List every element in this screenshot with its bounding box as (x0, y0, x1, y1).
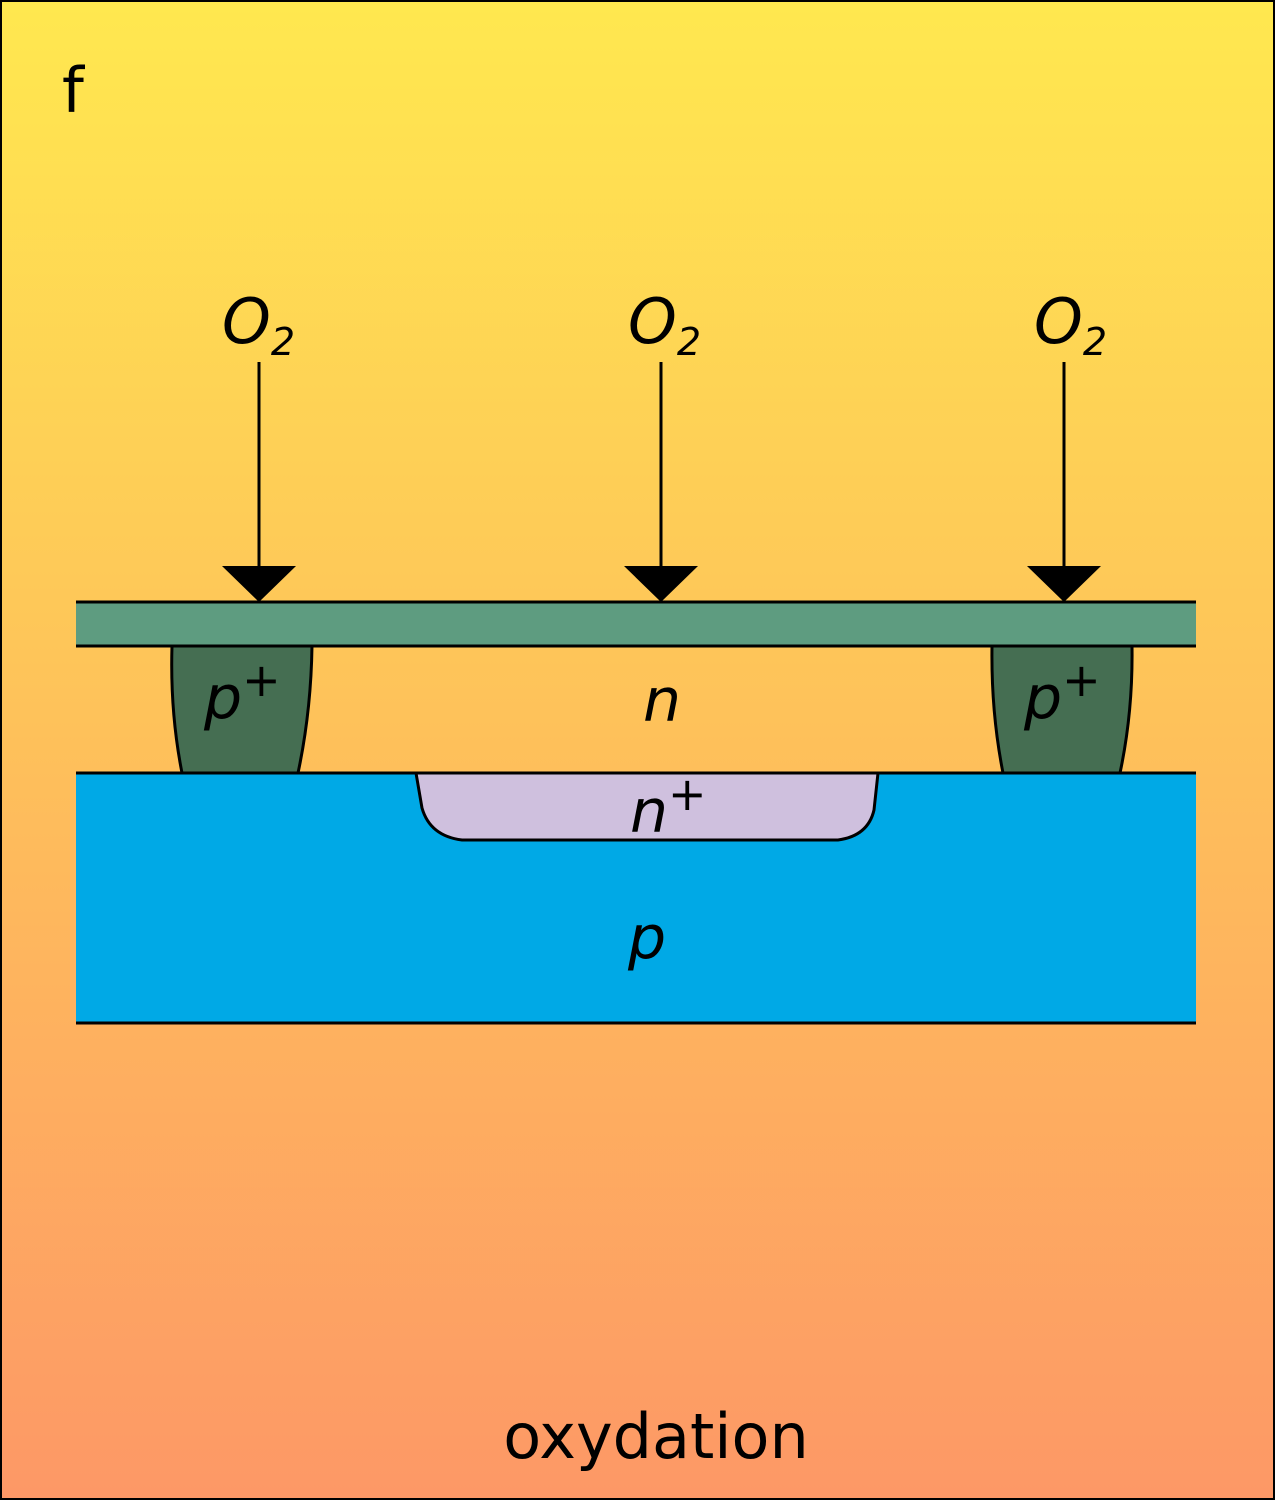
o2-label-center: O2 (628, 285, 701, 364)
o2-label-right: O2 (1034, 285, 1107, 364)
p-plus-base: p (203, 663, 242, 733)
o2-arrow-right (1027, 362, 1101, 602)
n-plus-region (414, 771, 880, 842)
p-plus-label-right: p+ (1023, 653, 1101, 733)
oxide-layer (76, 602, 1196, 646)
o2-subscript: 2 (1083, 320, 1107, 364)
n-plus-base: n (630, 777, 668, 847)
o2-subscript: 2 (677, 320, 701, 364)
p-plus-region-left (170, 644, 314, 775)
p-plus-region-right (990, 644, 1134, 775)
p-plus-label-left: p+ (203, 653, 281, 733)
o2-arrow-center (624, 362, 698, 602)
caption: oxydation (503, 1400, 809, 1473)
panel-label: f (62, 54, 86, 127)
n-layer-label: n (643, 666, 681, 736)
o2-subscript: 2 (271, 320, 295, 364)
p-plus-sup: + (242, 653, 281, 707)
p-substrate-label: p (627, 903, 666, 973)
n-plus-sup: + (668, 767, 707, 821)
o2-arrow-left (222, 362, 296, 602)
o2-base: O (1034, 285, 1083, 358)
o2-base: O (628, 285, 677, 358)
o2-base: O (222, 285, 271, 358)
p-plus-sup: + (1062, 653, 1101, 707)
p-plus-base: p (1023, 663, 1062, 733)
n-plus-label: n+ (630, 767, 707, 847)
o2-label-left: O2 (222, 285, 295, 364)
